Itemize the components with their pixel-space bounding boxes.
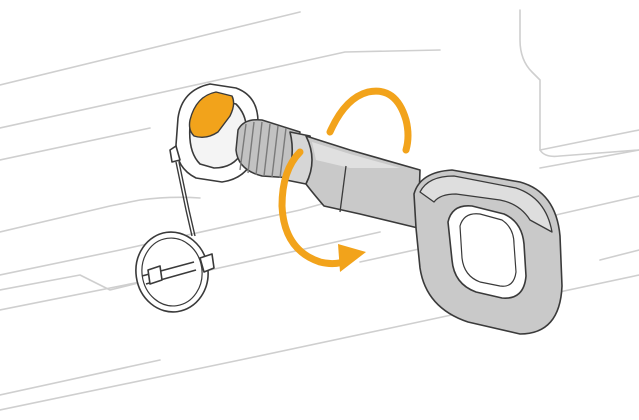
bumper-step-2 (0, 274, 151, 291)
hook-shaft-edge (339, 165, 347, 213)
socket-orange-insert (188, 91, 235, 139)
bumper-top-line (0, 11, 301, 86)
socket-tab (169, 145, 181, 163)
bumper-step-3 (0, 281, 141, 311)
tow-hook-cover-cap (135, 231, 215, 313)
tow-eye-hook (285, 131, 563, 335)
cap-clip (199, 253, 215, 273)
rotation-arrow-front (278, 148, 366, 272)
bumper-panel-edge (519, 9, 639, 158)
clockwise-rotation-arrow (326, 87, 412, 154)
hook-eye-hole (447, 205, 527, 299)
cap-latch (147, 265, 163, 285)
bumper-right-return (539, 129, 639, 151)
hook-eye-top-face (419, 175, 553, 233)
bumper-right-bottom (599, 249, 639, 261)
hook-eye-hole-inner (459, 213, 517, 287)
car-bumper (0, 9, 639, 411)
hook-shaft-highlight (312, 142, 400, 168)
rotation-arrow-back (326, 87, 412, 154)
bumper-bottom-inner (0, 359, 161, 396)
bumper-mid-line (0, 127, 151, 161)
bumper-lower-sweep (0, 196, 201, 233)
tow-hook-threaded-end (235, 118, 301, 179)
rotation-arrow-sweep (278, 148, 352, 268)
thread-grooves (239, 121, 287, 179)
bumper-upper-line (0, 49, 441, 129)
cover-tether (175, 161, 196, 237)
bumper-right-lower (539, 149, 639, 169)
rotation-arrow-head (338, 244, 366, 272)
